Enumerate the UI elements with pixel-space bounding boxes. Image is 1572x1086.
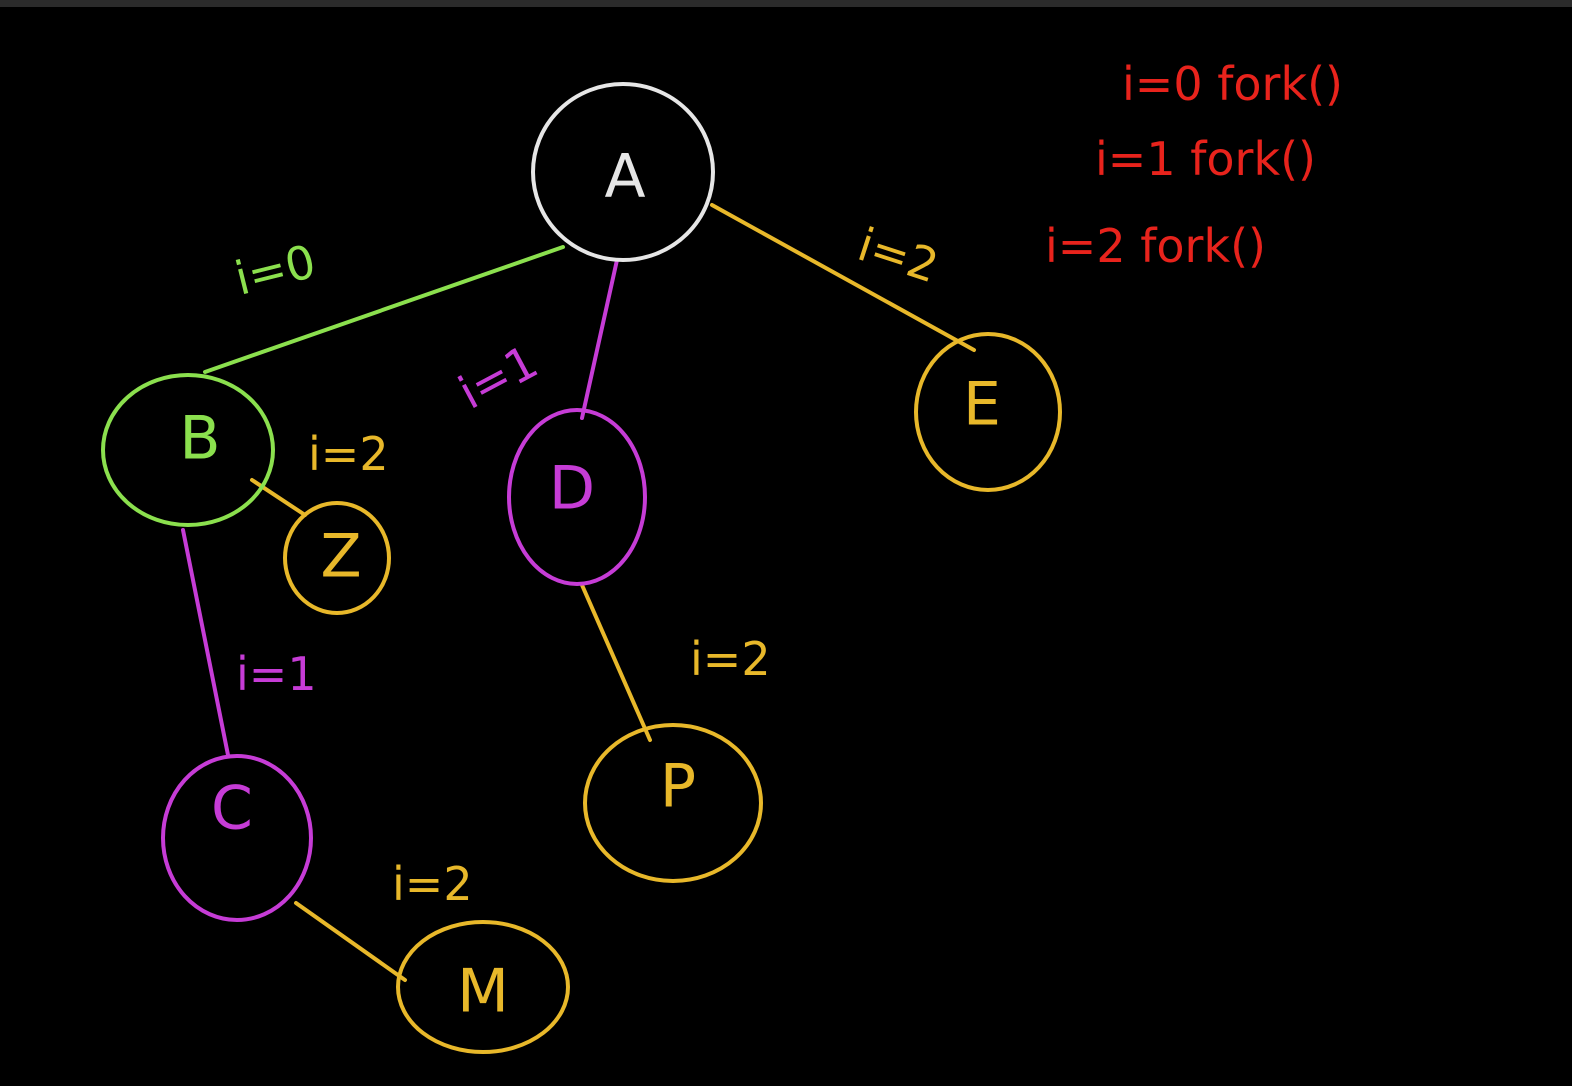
edge-a-b — [203, 245, 565, 374]
node-z: Z — [283, 501, 391, 615]
edge-c-m — [294, 901, 407, 982]
edge-b-z — [250, 478, 307, 517]
node-e-label: E — [963, 370, 1001, 440]
node-a: A — [531, 82, 715, 262]
node-m-label: M — [457, 957, 509, 1027]
node-c-label: C — [211, 774, 253, 844]
note-line-3: i=2 fork() — [1045, 219, 1266, 273]
edge-b-z-label: i=2 — [308, 427, 389, 481]
note-line-2: i=1 fork() — [1095, 132, 1316, 186]
edge-a-e-label: i=2 — [852, 217, 945, 293]
node-p: P — [583, 723, 763, 883]
node-d: D — [507, 408, 647, 586]
edge-c-m-label: i=2 — [392, 857, 473, 911]
edge-d-p-label: i=2 — [690, 632, 771, 686]
edge-a-e — [710, 203, 976, 352]
edge-b-c-label: i=1 — [236, 647, 317, 701]
window-top-bar — [0, 0, 1572, 7]
node-b-label: B — [179, 404, 220, 474]
node-z-label: Z — [320, 522, 361, 592]
node-a-label: A — [604, 142, 645, 212]
edge-a-b-label: i=0 — [230, 234, 321, 306]
edge-a-d-label: i=1 — [450, 334, 547, 420]
node-e: E — [914, 332, 1062, 492]
node-m: M — [396, 920, 570, 1054]
edge-d-p — [580, 583, 652, 742]
edge-b-c — [181, 528, 230, 757]
node-d-label: D — [549, 454, 595, 524]
edge-a-d — [580, 258, 619, 420]
node-c: C — [161, 754, 313, 922]
node-p-label: P — [660, 752, 696, 822]
note-line-1: i=0 fork() — [1122, 57, 1343, 111]
node-b: B — [101, 373, 275, 527]
